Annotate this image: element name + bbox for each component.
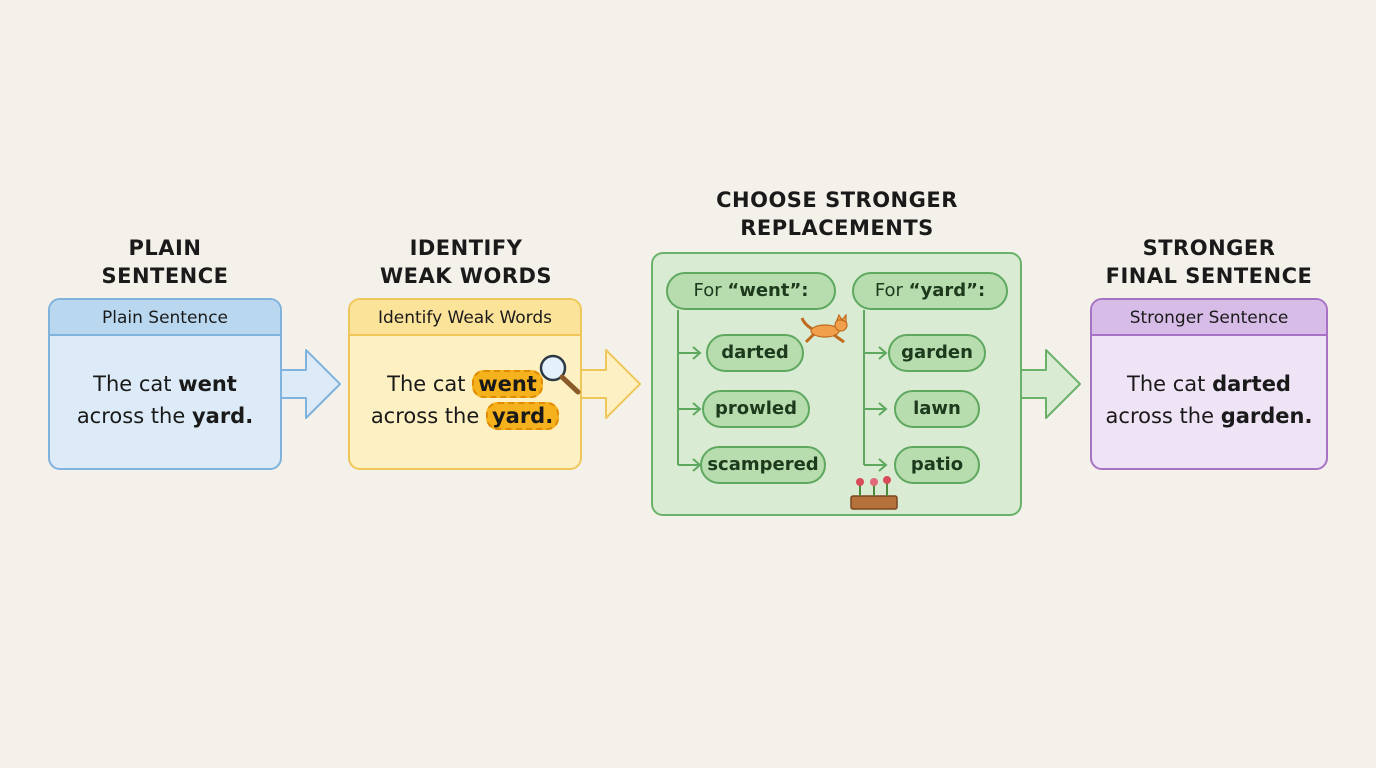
card-header: Plain Sentence [50, 300, 280, 336]
flow-arrow-2 [579, 349, 641, 419]
option-lawn[interactable]: lawn [894, 390, 980, 428]
highlighted-sentence-text: The cat went across the yard. [350, 336, 580, 432]
flow-arrow-3 [1019, 349, 1081, 419]
card-header: Stronger Sentence [1092, 300, 1326, 336]
stronger-sentence-card: Stronger Sentence The cat darted across … [1090, 298, 1328, 470]
option-darted[interactable]: darted [706, 334, 804, 372]
card-header: Identify Weak Words [350, 300, 580, 336]
flower-planter-icon [850, 476, 898, 510]
label-for-yard: For “yard”: [852, 272, 1008, 310]
weak-word-went: went [472, 370, 543, 398]
weak-word-yard: yard. [485, 402, 560, 430]
option-scampered[interactable]: scampered [700, 446, 826, 484]
final-sentence-text: The cat darted across the garden. [1105, 372, 1313, 428]
plain-sentence-text: The cat went across the yard. [76, 372, 254, 428]
option-patio[interactable]: patio [894, 446, 980, 484]
flow-arrow-1 [279, 349, 341, 419]
magnifying-glass-icon [539, 354, 581, 395]
identify-weak-words-card: Identify Weak Words The cat went across … [348, 298, 582, 470]
option-garden[interactable]: garden [888, 334, 986, 372]
running-cat-icon [800, 314, 848, 344]
option-prowled[interactable]: prowled [702, 390, 810, 428]
label-for-went: For “went”: [666, 272, 836, 310]
plain-sentence-card: Plain Sentence The cat went across the y… [48, 298, 282, 470]
